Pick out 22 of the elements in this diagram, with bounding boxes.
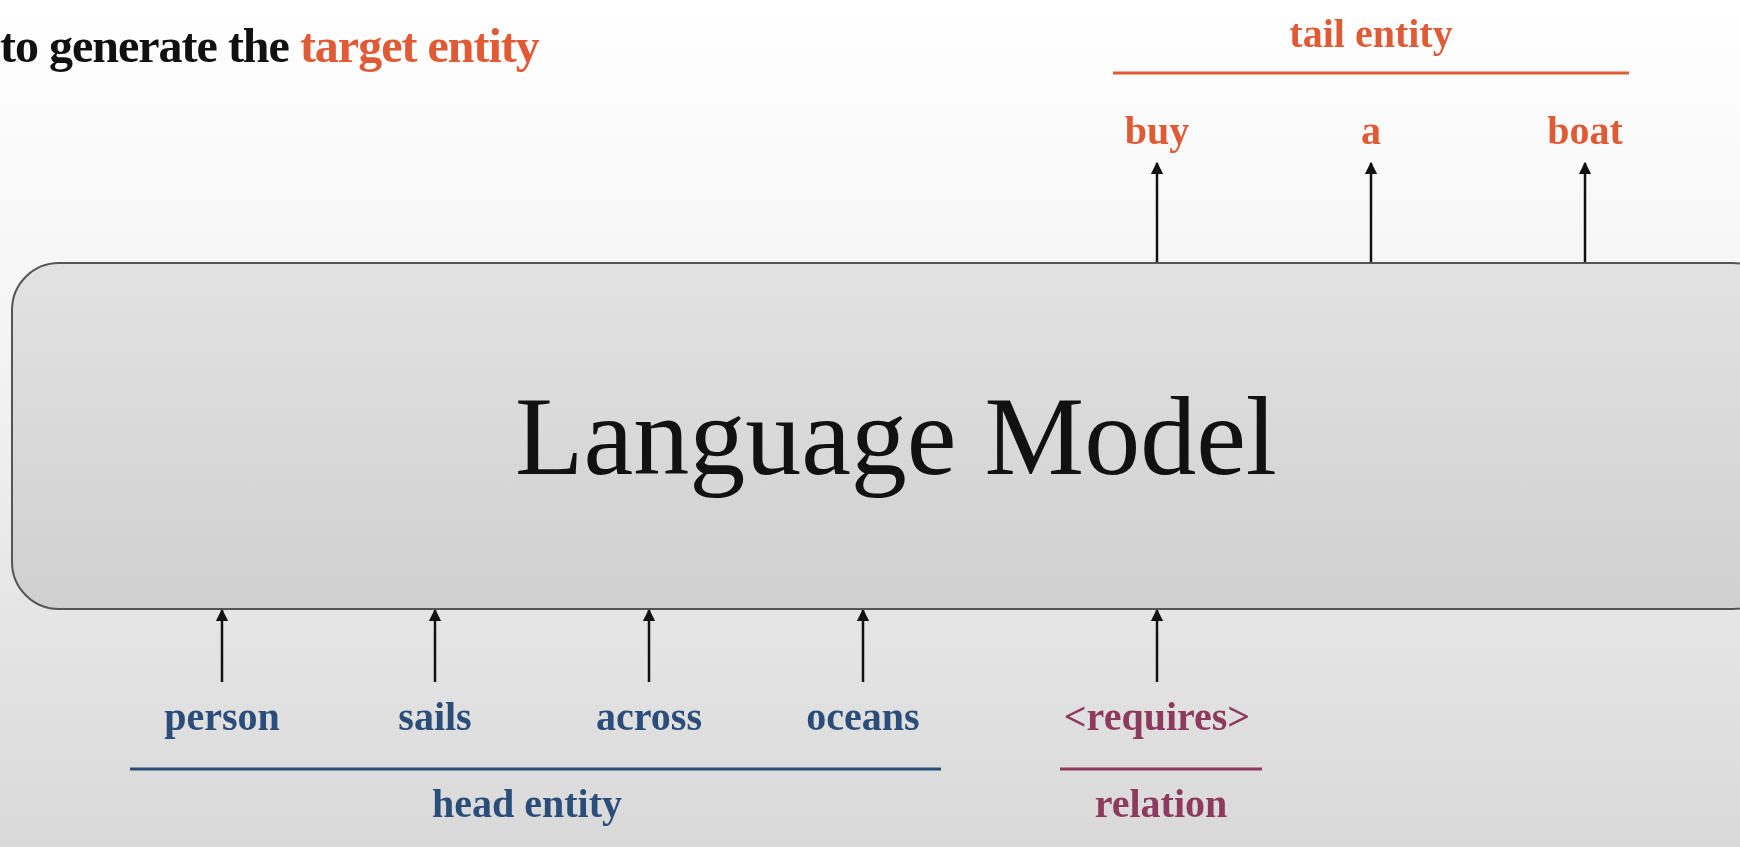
arrow (1150, 608, 1164, 682)
token-label: <requires> (1047, 690, 1267, 742)
model-title: Language Model (515, 372, 1277, 500)
group-label: tail entity (1289, 10, 1453, 57)
arrow (1578, 161, 1592, 262)
arrow (856, 608, 870, 682)
token-label: across (574, 690, 724, 742)
arrow (642, 608, 656, 682)
model-box (11, 262, 1740, 610)
token-label: oceans (783, 690, 943, 742)
token-label: sails (370, 690, 500, 742)
arrow (1364, 161, 1378, 262)
arrow (215, 608, 229, 682)
token-label: a (1341, 105, 1401, 155)
group-label: head entity (432, 780, 622, 827)
arrow (428, 608, 442, 682)
group-label: relation (1094, 780, 1228, 827)
token-label: boat (1520, 105, 1650, 155)
arrow (1150, 161, 1164, 262)
token-label: buy (1107, 105, 1207, 155)
heading: to generate the target entity (0, 18, 539, 73)
token-label: person (142, 690, 302, 742)
